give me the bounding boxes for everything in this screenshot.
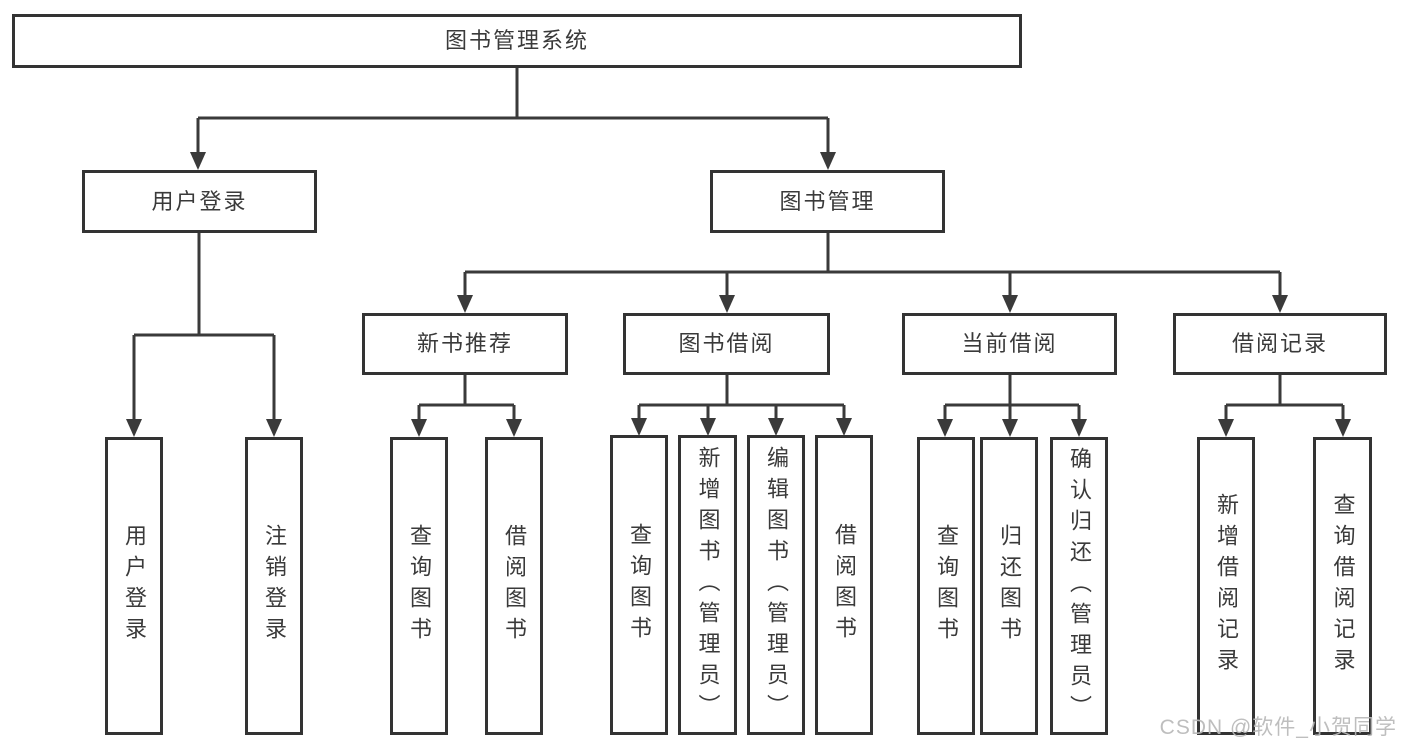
node-label: 借阅图书 bbox=[832, 523, 857, 647]
leaf-edit-books-admin: 编辑图书（管理员） bbox=[747, 435, 805, 735]
node-label: 查询图书 bbox=[934, 524, 959, 648]
node-label: 图书管理 bbox=[779, 188, 876, 214]
leaf-query-books-borrow: 查询图书 bbox=[610, 435, 668, 735]
node-label: 用户登录 bbox=[151, 188, 248, 214]
leaf-query-books-current: 查询图书 bbox=[917, 437, 975, 735]
connector-user-login-to-leaves bbox=[132, 233, 276, 420]
connector-book-mgmt-to-level3 bbox=[463, 233, 1282, 296]
connector-book-borrow-to-leaves bbox=[637, 375, 846, 420]
leaf-add-books-admin: 新增图书（管理员） bbox=[678, 435, 737, 735]
node-label: 借阅图书 bbox=[502, 524, 527, 648]
leaf-borrow-books: 借阅图书 bbox=[815, 435, 873, 735]
connector-borrow-record-to-leaves bbox=[1224, 375, 1345, 420]
node-label: 借阅记录 bbox=[1231, 331, 1328, 356]
node-label: 编辑图书（管理员） bbox=[764, 445, 789, 725]
leaf-borrow-books-recommend: 借阅图书 bbox=[485, 437, 543, 735]
node-label: 新增借阅记录 bbox=[1214, 493, 1239, 679]
node-label: 查询借阅记录 bbox=[1330, 493, 1356, 679]
node-label: 图书借阅 bbox=[678, 331, 775, 356]
node-label: 归还图书 bbox=[997, 524, 1022, 648]
node-root-library-system: 图书管理系统 bbox=[12, 14, 1022, 68]
leaf-query-borrow-record: 查询借阅记录 bbox=[1313, 437, 1372, 735]
connector-new-book-to-leaves bbox=[417, 375, 516, 420]
node-label: 当前借阅 bbox=[961, 331, 1058, 356]
node-label: 图书管理系统 bbox=[444, 28, 589, 53]
node-user-login: 用户登录 bbox=[82, 170, 317, 233]
node-borrowing-records: 借阅记录 bbox=[1173, 313, 1387, 375]
connector-root-to-level2 bbox=[196, 68, 830, 153]
node-label: 查询图书 bbox=[627, 523, 652, 647]
leaf-user-login: 用户登录 bbox=[105, 437, 163, 735]
node-book-management: 图书管理 bbox=[710, 170, 945, 233]
node-label: 确认归还（管理员） bbox=[1067, 446, 1092, 726]
arrowheads bbox=[126, 152, 1351, 437]
leaf-confirm-return-admin: 确认归还（管理员） bbox=[1050, 437, 1108, 735]
leaf-logout: 注销登录 bbox=[245, 437, 303, 735]
node-label: 新增图书（管理员） bbox=[695, 445, 721, 725]
node-label: 用户登录 bbox=[122, 524, 147, 648]
node-label: 新书推荐 bbox=[416, 331, 513, 356]
leaf-add-borrow-record: 新增借阅记录 bbox=[1197, 437, 1255, 735]
node-label: 查询图书 bbox=[407, 524, 432, 648]
csdn-watermark: CSDN @软件_小贺同学 bbox=[1159, 716, 1397, 739]
leaf-query-books-recommend: 查询图书 bbox=[390, 437, 448, 735]
node-book-borrowing: 图书借阅 bbox=[623, 313, 830, 375]
node-label: 注销登录 bbox=[262, 524, 287, 648]
node-new-book-recommend: 新书推荐 bbox=[362, 313, 568, 375]
connector-current-borrow-to-leaves bbox=[943, 375, 1081, 420]
leaf-return-books: 归还图书 bbox=[980, 437, 1038, 735]
node-current-borrowing: 当前借阅 bbox=[902, 313, 1117, 375]
